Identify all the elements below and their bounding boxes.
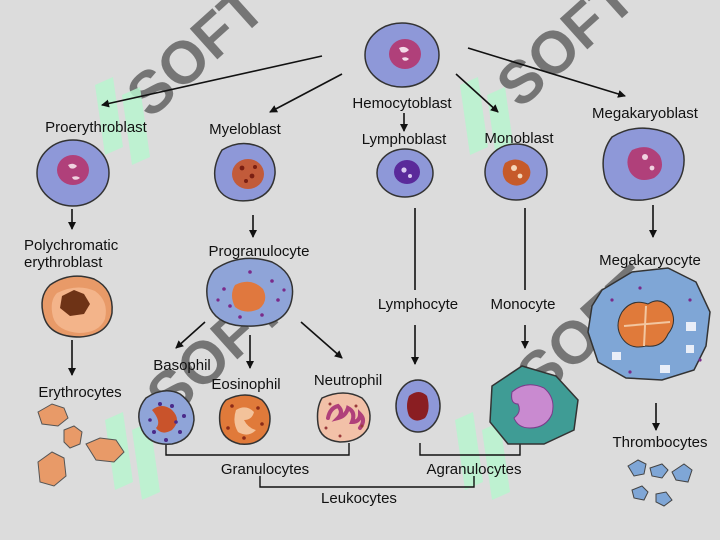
thrombocytes-group [627,459,693,507]
label-monoblast: Monoblast [484,130,554,147]
label-lymphocyte: Lymphocyte [378,296,458,313]
hemocytoblast-cell [364,22,440,88]
label-leukocytes: Leukocytes [321,490,397,507]
label-polychromatic: Polychromatic [24,237,119,254]
erythrocyte [37,451,67,487]
erythrocyte [85,437,125,463]
leukocytes-bracket [259,476,475,488]
erythrocyte [63,425,83,449]
label-monocyte: Monocyte [490,296,555,313]
megakaryocyte-cell [587,267,711,381]
erythrocyte [37,403,69,427]
label-granulocytes: Granulocytes [221,461,309,478]
polychromatic-erythroblast-cell [41,275,113,338]
arrow [300,321,343,359]
lymphocyte-cell [395,379,441,433]
eosinophil-cell [218,394,271,445]
lymphoblast-cell [376,148,434,198]
label-eosinophil: Eosinophil [211,376,280,393]
basophil-cell [138,390,195,445]
connectors [68,47,660,431]
thrombocyte [655,491,673,507]
label-basophil: Basophil [153,357,211,374]
label-proerythroblast: Proerythroblast [45,119,148,136]
brackets [165,443,521,488]
label-agranulocytes: Agranulocytes [426,461,521,478]
arrow [101,55,323,108]
progranulocyte-cell [206,257,294,327]
erythrocytes-group [37,403,125,487]
label-hemocytoblast: Hemocytoblast [352,95,452,112]
label-myeloblast: Myeloblast [209,121,282,138]
arrow [175,321,206,349]
label-erythroblast: erythroblast [24,254,103,271]
label-erythrocytes: Erythrocytes [38,384,121,401]
neutrophil-cell [316,392,371,443]
monocyte-cell [489,365,579,445]
megakaryoblast-cell [602,127,685,201]
proerythroblast-cell [36,139,110,207]
myeloblast-cell [213,142,276,202]
arrow [455,73,499,113]
label-lymphoblast: Lymphoblast [362,131,447,148]
thrombocyte [627,459,647,477]
granulocytes-bracket [165,443,350,456]
label-megakaryoblast: Megakaryoblast [592,105,699,122]
thrombocyte [671,463,693,483]
label-thrombocytes: Thrombocytes [612,434,707,451]
arrow [467,47,626,98]
label-progranulocyte: Progranulocyte [209,243,310,260]
monoblast-cell [484,143,548,201]
thrombocyte [631,485,649,501]
labels: Hemocytoblast Proerythroblast Myeloblast… [24,95,708,507]
agranulocytes-bracket [419,443,521,456]
label-neutrophil: Neutrophil [314,372,382,389]
arrow [269,73,343,113]
label-megakaryocyte: Megakaryocyte [599,252,701,269]
thrombocyte [649,463,669,479]
